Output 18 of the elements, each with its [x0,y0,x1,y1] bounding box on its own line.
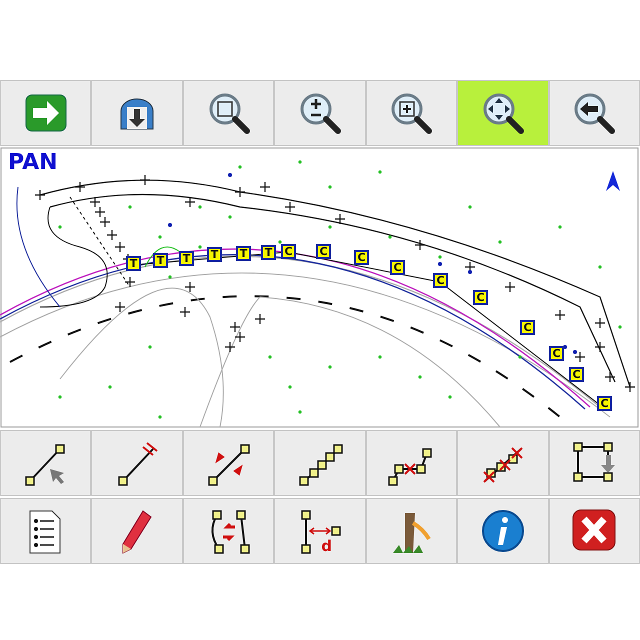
survey-point-marker: T [153,253,168,268]
survey-point-marker: C [473,290,488,305]
distance-label: d [321,537,332,555]
survey-point-marker: C [316,244,331,259]
survey-point-marker: T [236,246,251,261]
survey-point-marker: C [520,320,535,335]
survey-point-marker: T [207,247,222,262]
survey-point-marker: C [597,396,612,411]
survey-point-marker: C [549,346,564,361]
survey-point-marker: T [126,256,141,271]
survey-point-marker: C [281,244,296,259]
survey-point-marker: T [261,245,276,260]
survey-point-marker: C [354,250,369,265]
mode-label: PAN [8,150,58,175]
survey-point-marker: T [179,251,194,266]
survey-point-marker: C [433,273,448,288]
survey-point-marker: C [390,260,405,275]
survey-point-marker: C [569,367,584,382]
